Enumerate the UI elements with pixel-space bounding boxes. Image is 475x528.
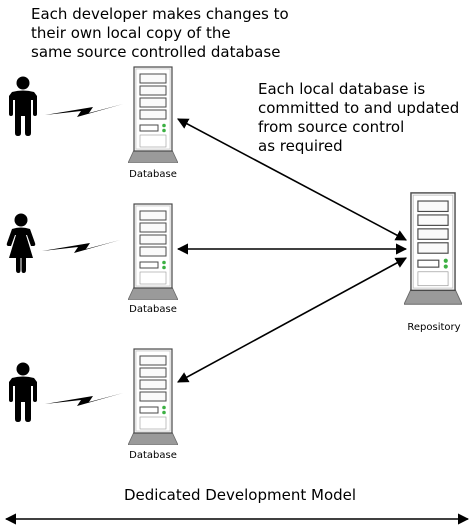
database-label: Database [129, 304, 177, 315]
database-label: Database [129, 450, 177, 461]
database-label: Database [129, 169, 177, 180]
database-server-icon [128, 348, 178, 445]
sync-arrow [177, 118, 407, 241]
repository-server-icon [404, 192, 462, 306]
developers-note-line: Each developer makes changes to [31, 5, 289, 23]
lightning-bolt-icon [45, 393, 123, 406]
developer-male-icon [9, 362, 37, 422]
developers-note-line: same source controlled database [31, 43, 281, 61]
lightning-bolt-icon [45, 104, 123, 117]
repository-note-line: Each local database is [258, 80, 426, 98]
developer-male-icon [9, 76, 37, 136]
database-server-icon [128, 66, 178, 163]
sync-arrow [177, 257, 407, 383]
developers-note-line: their own local copy of the [31, 24, 231, 42]
model-title: Dedicated Development Model [123, 486, 357, 504]
developer-female-icon [6, 213, 36, 273]
database-server-icon [128, 203, 178, 300]
repository-label: Repository [407, 322, 461, 333]
lightning-bolt-icon [42, 240, 120, 253]
repository-note-line: committed to and updated [258, 99, 460, 117]
developers-note: Each developer makes changes to their ow… [31, 5, 301, 62]
